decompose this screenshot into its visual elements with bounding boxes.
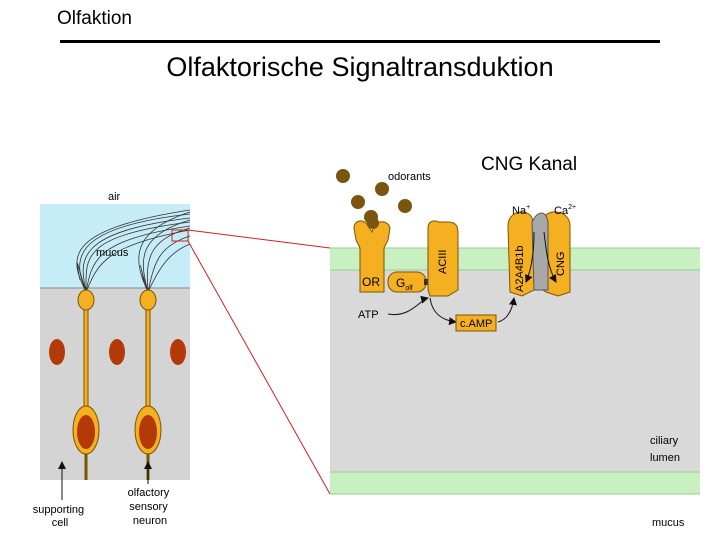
membrane-bottom bbox=[330, 472, 700, 494]
or-receptor bbox=[353, 217, 391, 293]
mucus-label-right: mucus bbox=[652, 517, 685, 529]
cng-subunit-label: CNG bbox=[555, 252, 567, 276]
atp-label: ATP bbox=[358, 309, 379, 321]
slide-title: Olfaktorische Signaltransduktion bbox=[166, 52, 554, 82]
or-label: OR bbox=[362, 275, 380, 289]
a2a4b1b-label: A2A4B1b bbox=[514, 246, 526, 292]
g-protein-label: Golf bbox=[396, 276, 413, 292]
cilium-membrane-panel bbox=[330, 247, 700, 495]
odorants-label: odorants bbox=[388, 171, 431, 183]
header-divider bbox=[60, 40, 660, 43]
g-protein bbox=[387, 271, 430, 293]
camp-label: c.AMP bbox=[460, 318, 492, 330]
sensory-neuron-2 bbox=[134, 289, 162, 480]
cilia bbox=[76, 209, 191, 293]
sodium-label: Na+ bbox=[512, 204, 530, 217]
ciliary-lumen-region bbox=[330, 270, 700, 472]
zoom-line-bottom bbox=[187, 240, 331, 495]
sensory-neuron-1 bbox=[72, 289, 100, 480]
aciii-label: ACIII bbox=[437, 250, 449, 274]
epithelium-panel: air mucus bbox=[33, 191, 191, 529]
calcium-label: Ca2+ bbox=[554, 204, 576, 217]
ciliary-lumen-label: ciliary lumen bbox=[650, 435, 681, 464]
camp-box bbox=[455, 314, 497, 332]
cng-channel-heading: CNG Kanal bbox=[481, 154, 578, 175]
air-label: air bbox=[108, 191, 121, 203]
supporting-cell-nuclei bbox=[49, 339, 186, 365]
zoom-box bbox=[171, 229, 189, 242]
zoom-line-top bbox=[187, 229, 331, 249]
slide-header: Olfaktion bbox=[57, 8, 132, 29]
supporting-cell-label: supporting cell bbox=[33, 504, 87, 529]
aciii-enzyme bbox=[427, 220, 459, 297]
olfactory-neuron-label: olfactory sensory neuron bbox=[128, 487, 173, 527]
epithelium-region bbox=[40, 288, 190, 480]
cng-channel bbox=[507, 211, 571, 297]
